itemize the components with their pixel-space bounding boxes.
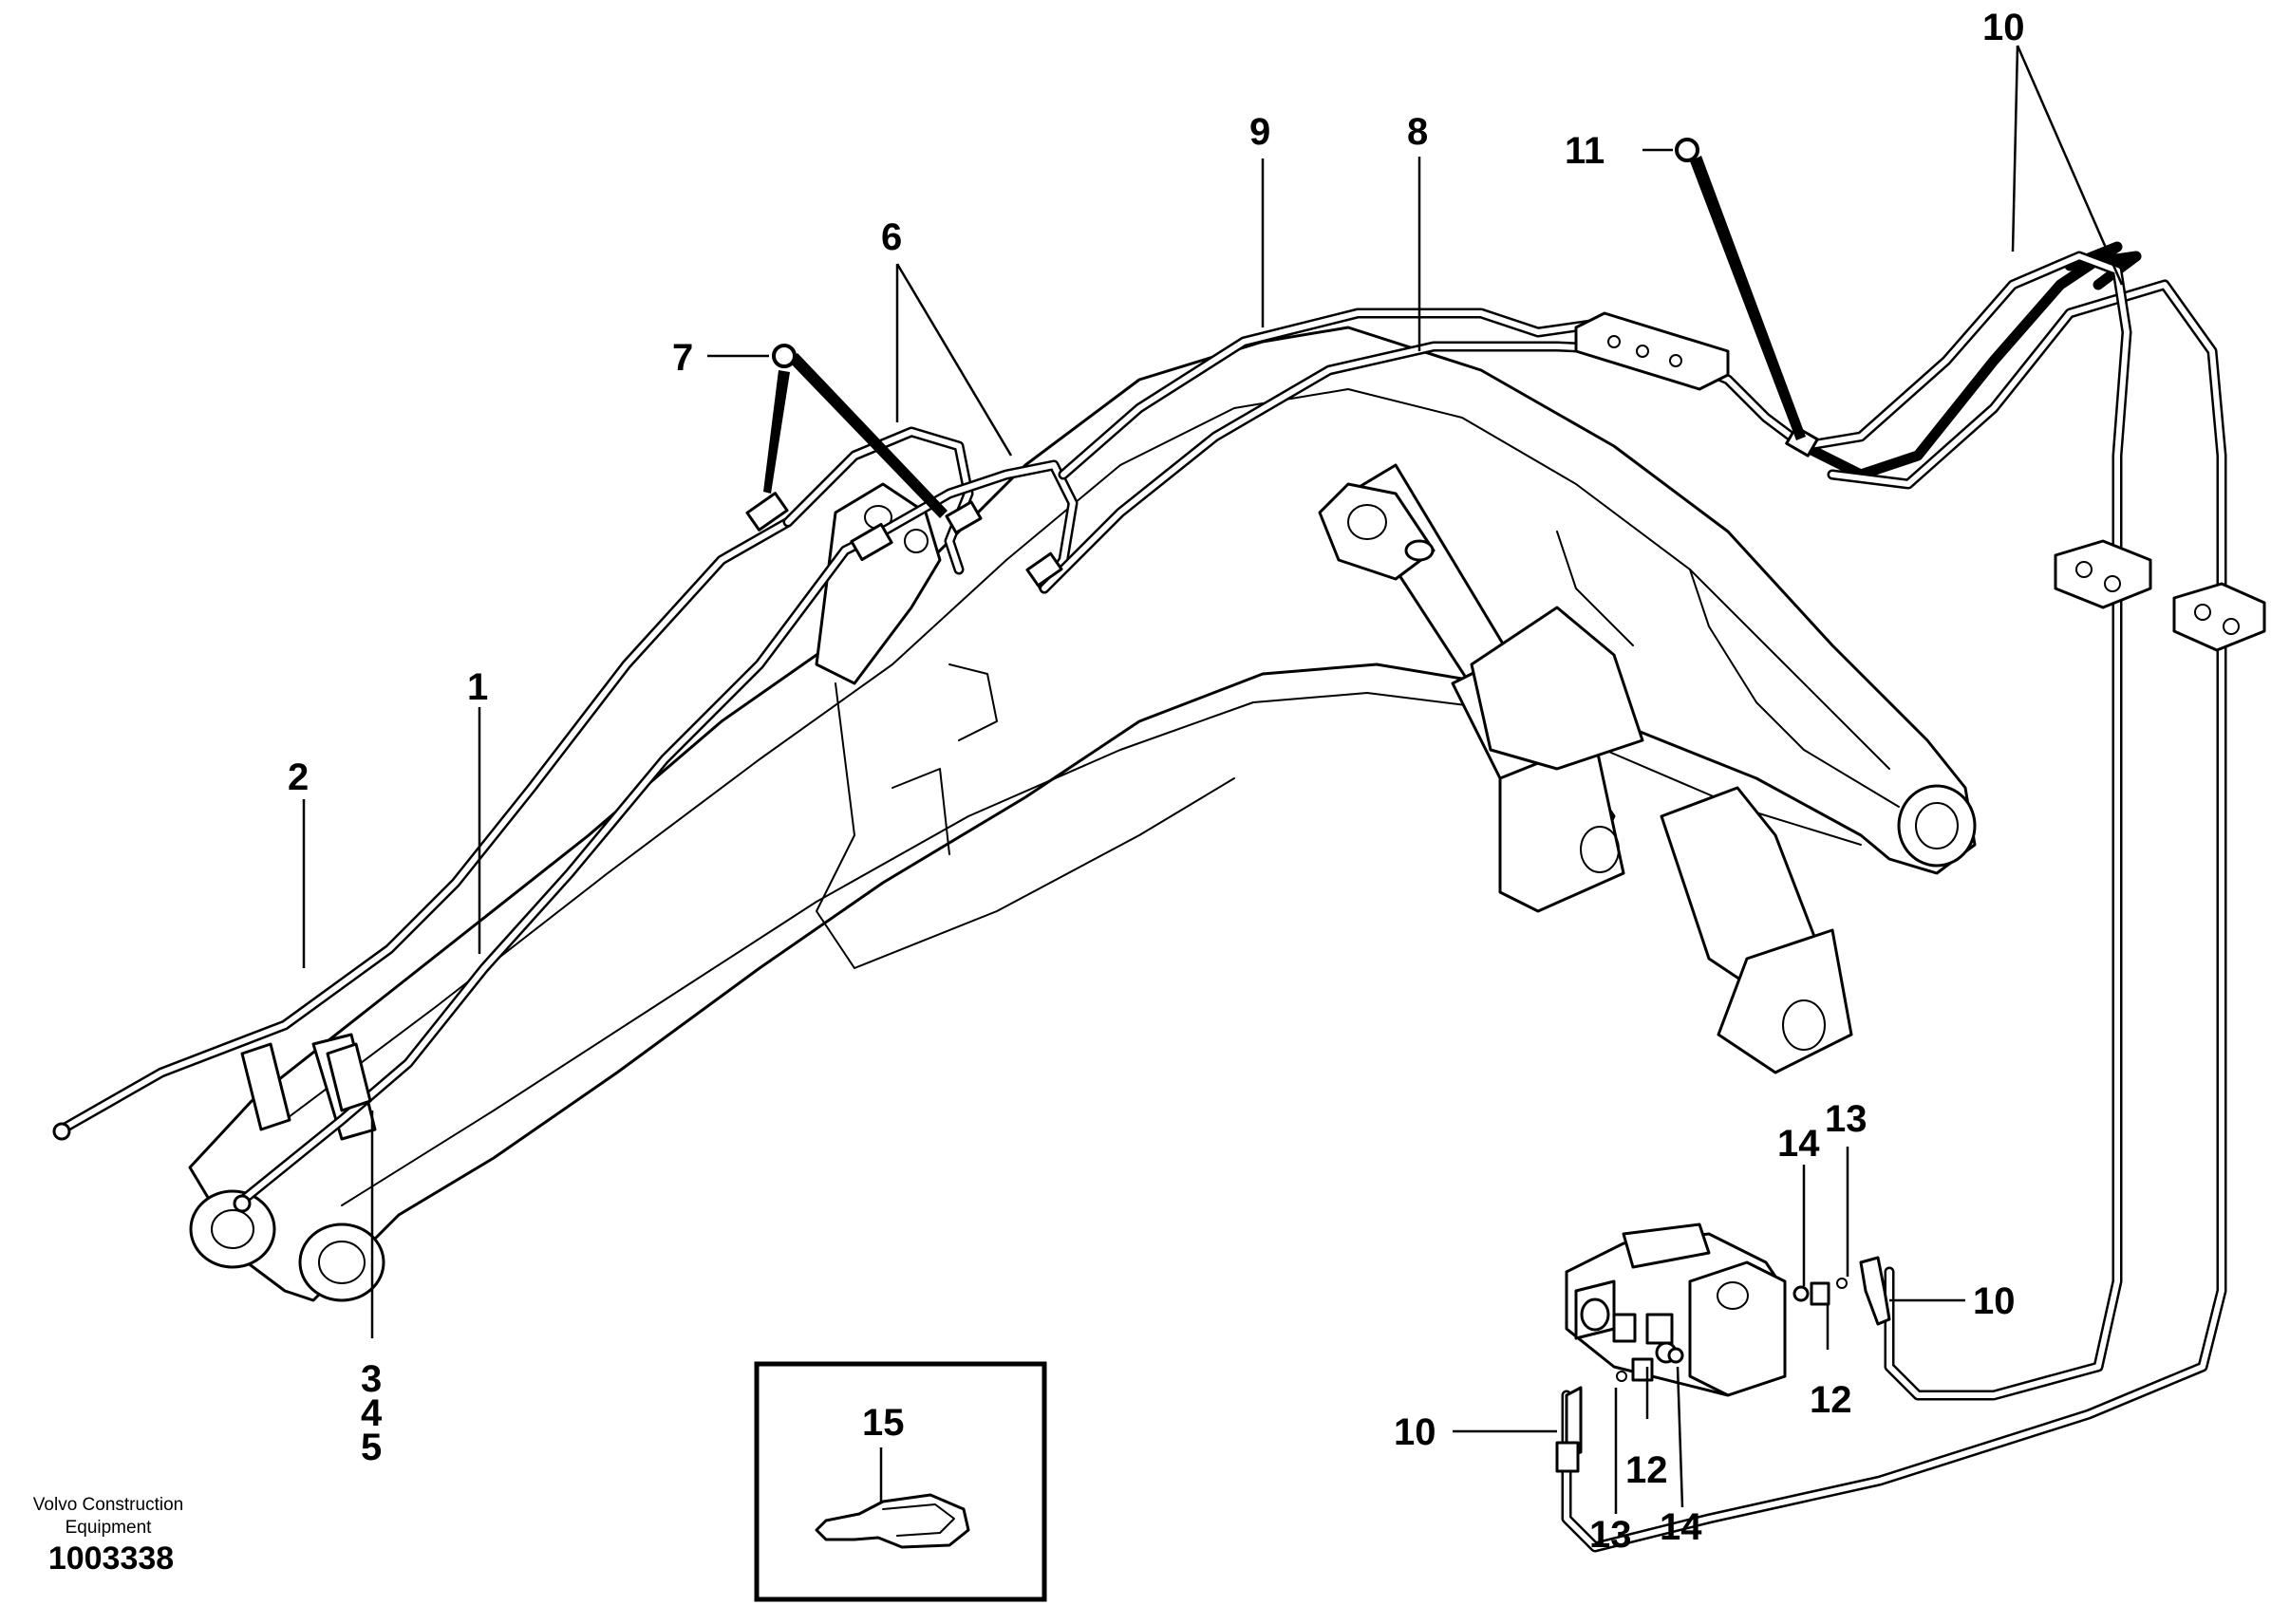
label-7: 7 [672, 337, 693, 379]
pointer-wedges [763, 156, 1806, 518]
caption-company-line1: Volvo Construction [33, 1495, 183, 1515]
label-13-top: 13 [1825, 1098, 1867, 1140]
drawing-number: 1003338 [48, 1540, 174, 1577]
hose-routing [52, 241, 2266, 1553]
part-labels: 1 2 3 4 5 6 7 8 9 10 10 10 11 12 12 13 1… [288, 7, 2025, 1556]
label-14-top: 14 [1777, 1123, 1820, 1165]
label-12-left: 12 [1625, 1449, 1668, 1491]
boom-cylinder [1318, 463, 1853, 1074]
label-4: 4 [361, 1392, 383, 1434]
valve-block [1555, 1223, 1891, 1473]
label-10-left: 10 [1394, 1411, 1436, 1453]
label-1: 1 [467, 666, 488, 708]
label-9: 9 [1249, 111, 1270, 153]
label-10-top: 10 [1982, 7, 2025, 48]
label-15: 15 [862, 1402, 905, 1444]
inset-box-cable-tie [754, 1361, 1047, 1602]
drawing-caption: Volvo Construction Equipment 1003338 [33, 1495, 183, 1577]
label-10-right: 10 [1973, 1280, 2016, 1322]
caption-company-line2: Equipment [66, 1518, 153, 1538]
label-3: 3 [361, 1358, 382, 1400]
label-6: 6 [881, 216, 902, 258]
label-14-bottom: 14 [1660, 1506, 1702, 1548]
label-11: 11 [1565, 130, 1605, 172]
boom-assembly [188, 326, 1977, 1302]
leader-lines [302, 45, 2124, 1514]
label-5: 5 [361, 1427, 382, 1468]
label-12-right: 12 [1810, 1379, 1852, 1421]
label-13-bottom: 13 [1589, 1514, 1632, 1556]
cable-tie-icon [815, 1493, 970, 1549]
label-8: 8 [1407, 111, 1428, 153]
label-2: 2 [288, 756, 309, 798]
